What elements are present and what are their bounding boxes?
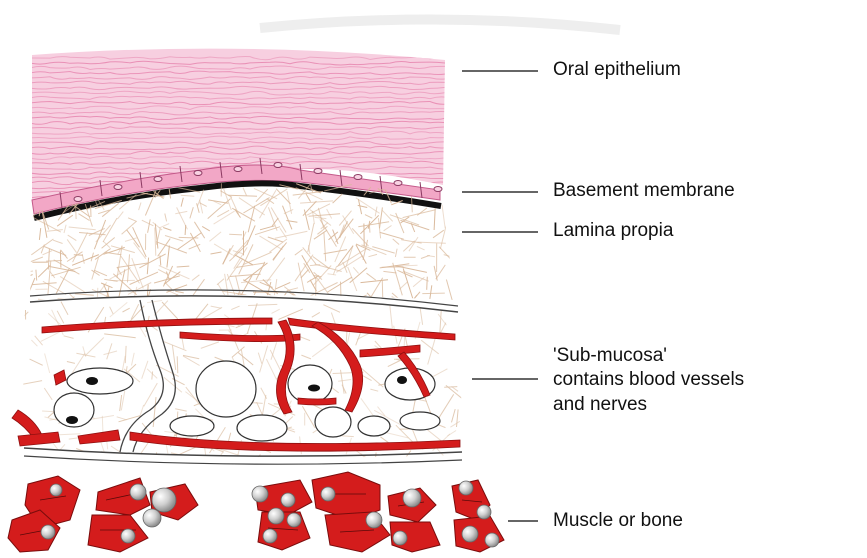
label-submucosa-line3: and nerves <box>553 393 647 417</box>
muscle-or-bone-layer <box>8 472 504 552</box>
label-basement-membrane: Basement membrane <box>553 179 735 203</box>
muscle-fragments <box>8 472 504 552</box>
submucosa-layer <box>12 290 463 472</box>
label-submucosa-line1: 'Sub-mucosa' <box>553 344 667 368</box>
label-muscle-or-bone: Muscle or bone <box>553 509 683 533</box>
label-lamina-propia: Lamina propia <box>553 219 673 243</box>
leader-lines <box>462 71 538 521</box>
fat-cells <box>54 361 440 441</box>
background-arc <box>260 19 620 30</box>
label-oral-epithelium: Oral epithelium <box>553 58 681 82</box>
label-submucosa-line2: contains blood vessels <box>553 368 744 392</box>
